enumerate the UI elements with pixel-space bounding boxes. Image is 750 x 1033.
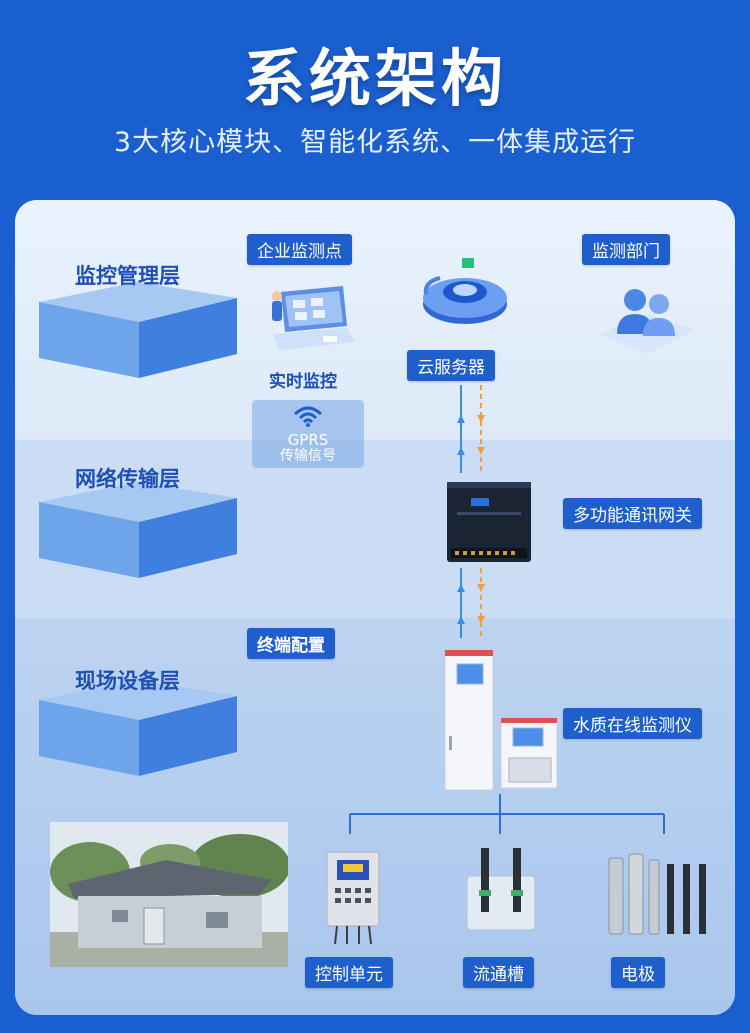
gprs-signal-text: 传输信号 [280,448,336,464]
label-realtime-monitor: 实时监控 [269,372,337,392]
tag-enterprise-point: 企业监测点 [247,234,352,265]
gprs-signal-box: GPRS 传输信号 [252,400,364,468]
signal-lines-lower [457,568,485,638]
tag-terminal-config: 终端配置 [247,628,335,659]
tag-gateway: 多功能通讯网关 [563,498,702,529]
control-unit-icon [326,851,380,945]
electrode-icon [608,853,706,935]
cloud-server-icon [423,258,507,324]
tree-connector [349,794,665,834]
monitor-dept-icon [599,289,695,354]
tag-control-unit: 控制单元 [305,957,393,988]
layer-label-network: 网络传输层 [75,467,180,491]
tag-electrode: 电极 [611,957,665,988]
tag-monitor-dept: 监测部门 [582,234,670,265]
layer-cube-field [39,680,237,776]
flow-cell-icon [466,848,536,931]
station-building-photo [50,822,288,967]
tag-water-monitor: 水质在线监测仪 [563,708,702,739]
gateway-device-icon [447,482,531,562]
page-subtitle: 3大核心模块、智能化系统、一体集成运行 [113,127,637,158]
gprs-text: GPRS [287,431,329,449]
laptop-monitor-icon [272,286,355,350]
water-analyzer-icon [444,649,558,791]
tag-flow-cell: 流通槽 [463,957,534,988]
layer-label-monitoring: 监控管理层 [75,264,180,288]
layer-label-field: 现场设备层 [75,669,180,693]
signal-lines-upper [457,385,485,473]
architecture-panel: 监控管理层 网络传输层 现场设备层 企业监测点 监测部门 云服务器 实时监控 [15,200,735,1015]
page-title: 系统架构 [242,42,507,115]
layer-cube-monitoring [39,282,237,378]
layer-cube-network [39,482,237,578]
wifi-signal-icon [293,406,323,427]
tag-cloud-server: 云服务器 [407,350,495,381]
